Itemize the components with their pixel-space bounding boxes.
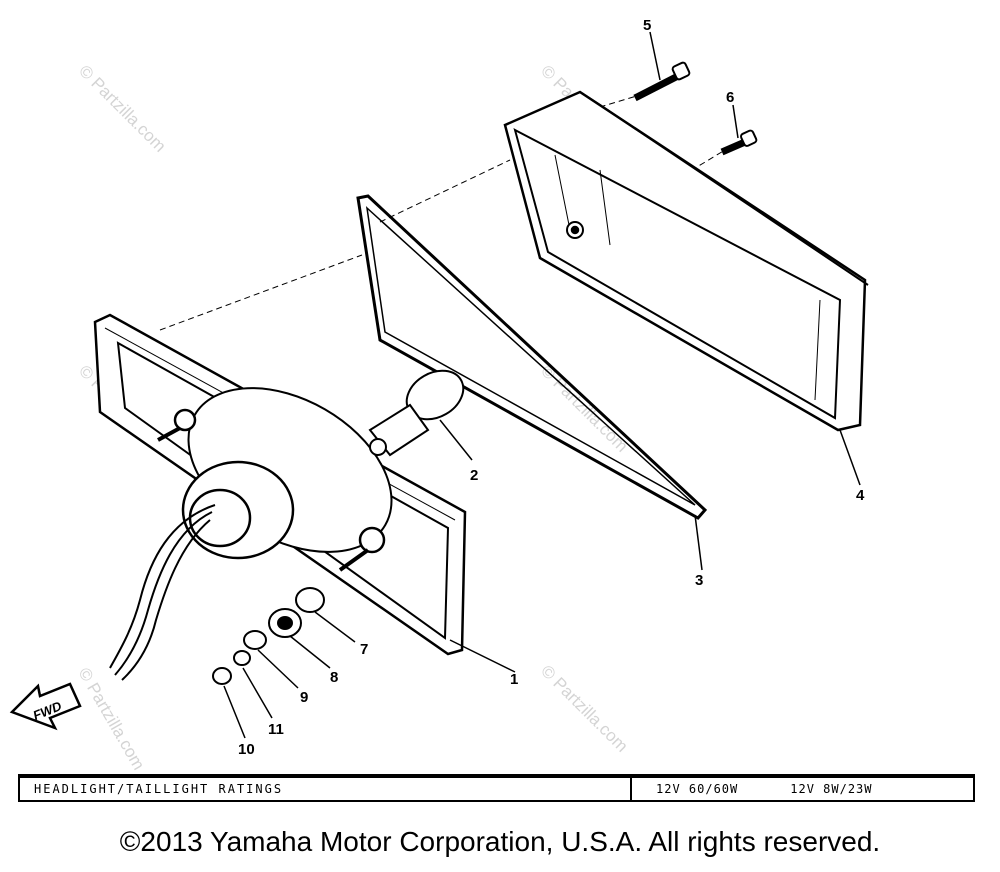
callout-2: 2 [470,467,478,484]
callout-8: 8 [330,669,338,686]
copyright-notice: ©2013 Yamaha Motor Corporation, U.S.A. A… [119,826,881,857]
bulb [368,369,465,457]
ratings-label: HEADLIGHT/TAILLIGHT RATINGS [20,778,632,800]
hardware [212,587,325,685]
callout-6: 6 [726,89,734,106]
socket-housing [181,460,295,560]
callout-5: 5 [643,17,651,34]
gasket [356,194,708,520]
callout-4: 4 [856,487,865,504]
watermark: © Partzilla.com [75,61,169,155]
taillight-rating: 12V 8W/23W [790,782,873,796]
callout-11: 11 [268,721,284,738]
wire-harness [109,504,216,681]
watermark: © Partzilla.com [75,665,149,774]
callout-9: 9 [300,689,308,706]
ratings-table: HEADLIGHT/TAILLIGHT RATINGS 12V 60/60W 1… [18,774,975,802]
callout-10: 10 [238,741,255,758]
mounting-stud [157,408,386,572]
forward-arrow-icon: FWD [9,682,82,731]
callout-3: 3 [695,572,703,589]
tail-lens-housing [503,90,869,432]
headlight-rating: 12V 60/60W [656,782,739,796]
screws [633,61,758,156]
callout-1: 1 [510,671,518,688]
callout-7: 7 [360,641,368,658]
leader-lines [223,31,861,739]
watermark: © Partzilla.com [537,661,631,755]
callout-numbers: 1 2 3 4 5 6 7 8 9 10 11 [238,17,865,758]
